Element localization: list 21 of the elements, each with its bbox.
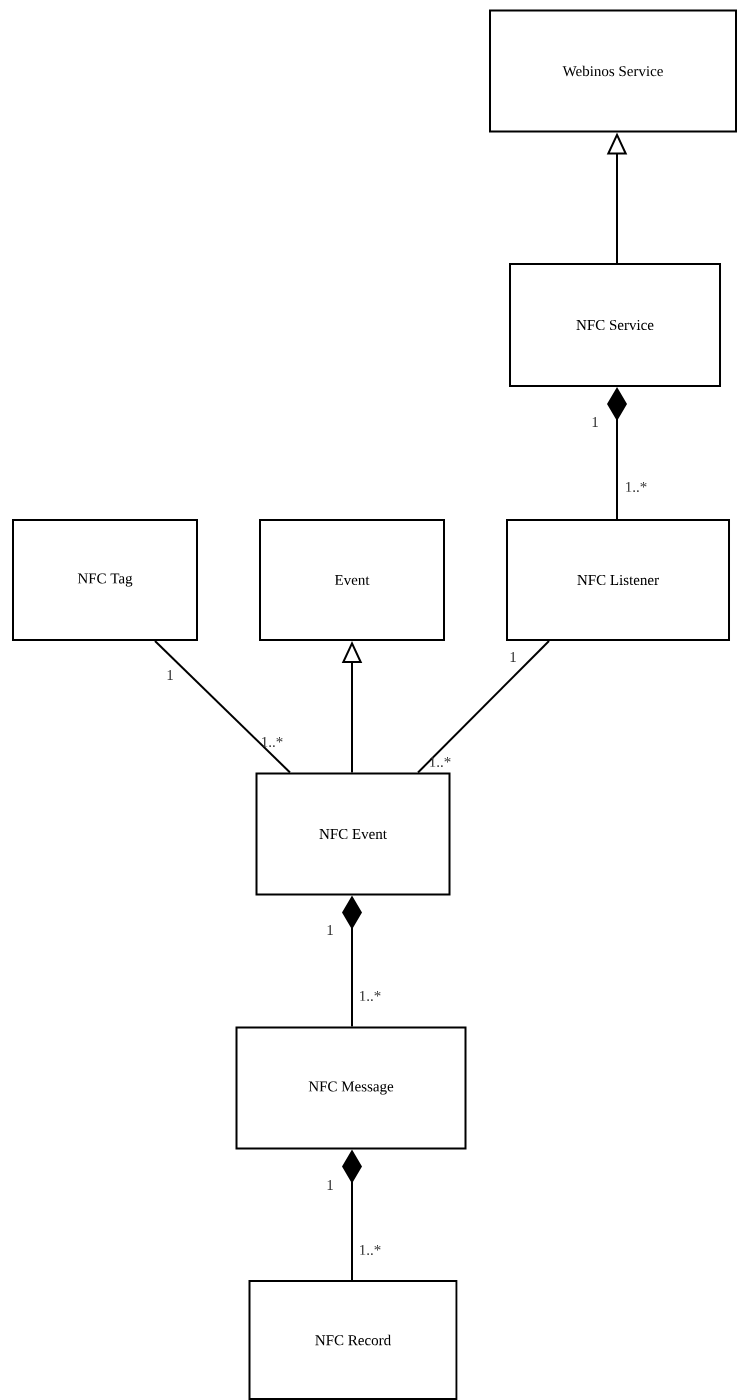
multiplicity-label: 1 xyxy=(327,925,333,935)
class-box: NFC Message xyxy=(235,1026,467,1150)
multiplicity-label: 1..* xyxy=(360,1244,381,1256)
association-line xyxy=(417,640,550,774)
multiplicity-label: 1..* xyxy=(626,481,647,493)
class-box: NFC Event xyxy=(255,772,451,896)
class-box: Event xyxy=(259,519,445,641)
class-box: NFC Tag xyxy=(12,519,198,641)
multiplicity-label: 1..* xyxy=(360,990,381,1002)
class-box: Webinos Service xyxy=(489,9,737,133)
class-box: NFC Service xyxy=(509,263,721,387)
multiplicity-label: 1 xyxy=(592,417,598,427)
multiplicity-label: 1 xyxy=(327,1180,333,1190)
multiplicity-label: 1 xyxy=(510,652,516,662)
multiplicity-label: 1 xyxy=(167,670,173,680)
class-box: NFC Listener xyxy=(506,519,730,641)
composition-line xyxy=(607,387,627,520)
multiplicity-label: 1..* xyxy=(262,736,283,748)
multiplicity-label: 1..* xyxy=(430,756,451,768)
association-line xyxy=(154,640,291,774)
class-box: NFC Record xyxy=(248,1280,458,1400)
